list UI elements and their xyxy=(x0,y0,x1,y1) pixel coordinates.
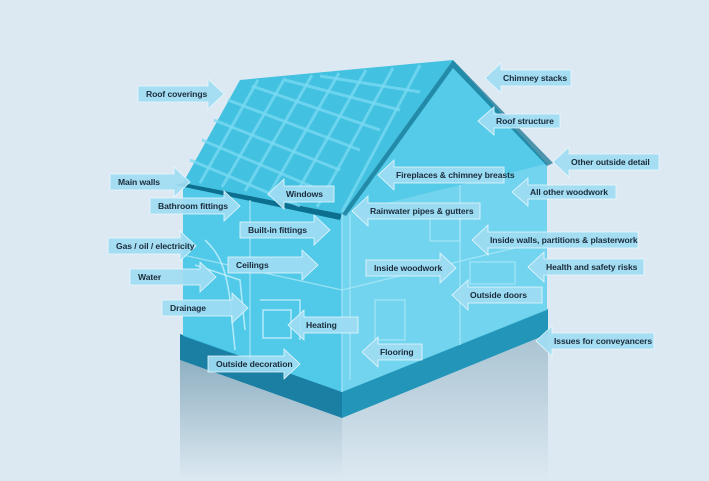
fireplaces-chimney-breasts-arrow xyxy=(377,159,505,191)
roof-eave xyxy=(175,183,342,220)
outside-doors-arrow xyxy=(451,279,543,311)
outside-decoration-arrow xyxy=(207,348,301,380)
gas-oil-electricity-label: Gas / oil / electricity xyxy=(116,241,195,251)
drainage-label: Drainage xyxy=(170,303,206,313)
issues-for-conveyancers-arrow xyxy=(535,325,655,357)
roof-coverings-label: Roof coverings xyxy=(146,89,208,99)
flooring-label: Flooring xyxy=(380,347,414,357)
windows-label: Windows xyxy=(286,189,323,199)
health-safety-risks-arrow xyxy=(527,251,645,283)
all-other-woodwork-label: All other woodwork xyxy=(530,187,608,197)
roof-structure-arrow xyxy=(477,106,561,136)
ceilings-label: Ceilings xyxy=(236,260,269,270)
rafters xyxy=(189,64,422,213)
drainage-arrow xyxy=(161,292,249,324)
chimney-stacks-label: Chimney stacks xyxy=(503,73,568,83)
inside-walls-partitions-plasterwork-label: Inside walls, partitions & plasterwork xyxy=(490,235,638,245)
roof-structure-label: Roof structure xyxy=(496,116,554,126)
water-label: Water xyxy=(138,272,162,282)
bathroom-fittings-label: Bathroom fittings xyxy=(158,201,228,211)
ceilings-arrow xyxy=(227,249,319,281)
other-outside-detail-label: Other outside detail xyxy=(571,157,650,167)
main-walls-label: Main walls xyxy=(118,177,160,187)
health-safety-risks-label: Health and safety risks xyxy=(546,262,638,272)
base-front-left xyxy=(180,334,342,418)
flooring-arrow xyxy=(361,336,423,368)
callout-arrows xyxy=(107,62,660,380)
rainwater-pipes-gutters-arrow xyxy=(351,195,481,227)
roof-coverings-arrow xyxy=(137,78,225,110)
fireplaces-chimney-breasts-label: Fireplaces & chimney breasts xyxy=(396,170,515,180)
outside-decoration-label: Outside decoration xyxy=(216,359,293,369)
built-in-fittings-arrow xyxy=(239,214,331,246)
roof-plane xyxy=(183,60,453,214)
heating-arrow xyxy=(287,309,359,341)
all-other-woodwork-arrow xyxy=(511,177,617,207)
inside-woodwork-arrow xyxy=(365,252,457,284)
reflection-left xyxy=(180,360,342,481)
main-walls-arrow xyxy=(109,166,191,198)
water-arrow xyxy=(129,261,217,293)
other-outside-detail-arrow xyxy=(552,146,660,178)
built-in-fittings-label: Built-in fittings xyxy=(248,225,307,235)
inside-walls-partitions-plasterwork-arrow xyxy=(471,224,639,256)
outside-doors-label: Outside doors xyxy=(470,290,527,300)
chimney-stacks-arrow xyxy=(484,62,572,94)
reflection-right xyxy=(342,334,548,481)
issues-for-conveyancers-label: Issues for conveyancers xyxy=(554,336,653,346)
inside-woodwork-label: Inside woodwork xyxy=(374,263,443,273)
rainwater-pipes-gutters-label: Rainwater pipes & gutters xyxy=(370,206,474,216)
heating-label: Heating xyxy=(306,320,337,330)
bathroom-fittings-arrow xyxy=(149,190,241,222)
gas-oil-electricity-arrow xyxy=(107,230,197,262)
base-front-right xyxy=(342,309,548,418)
windows-arrow xyxy=(267,178,335,210)
